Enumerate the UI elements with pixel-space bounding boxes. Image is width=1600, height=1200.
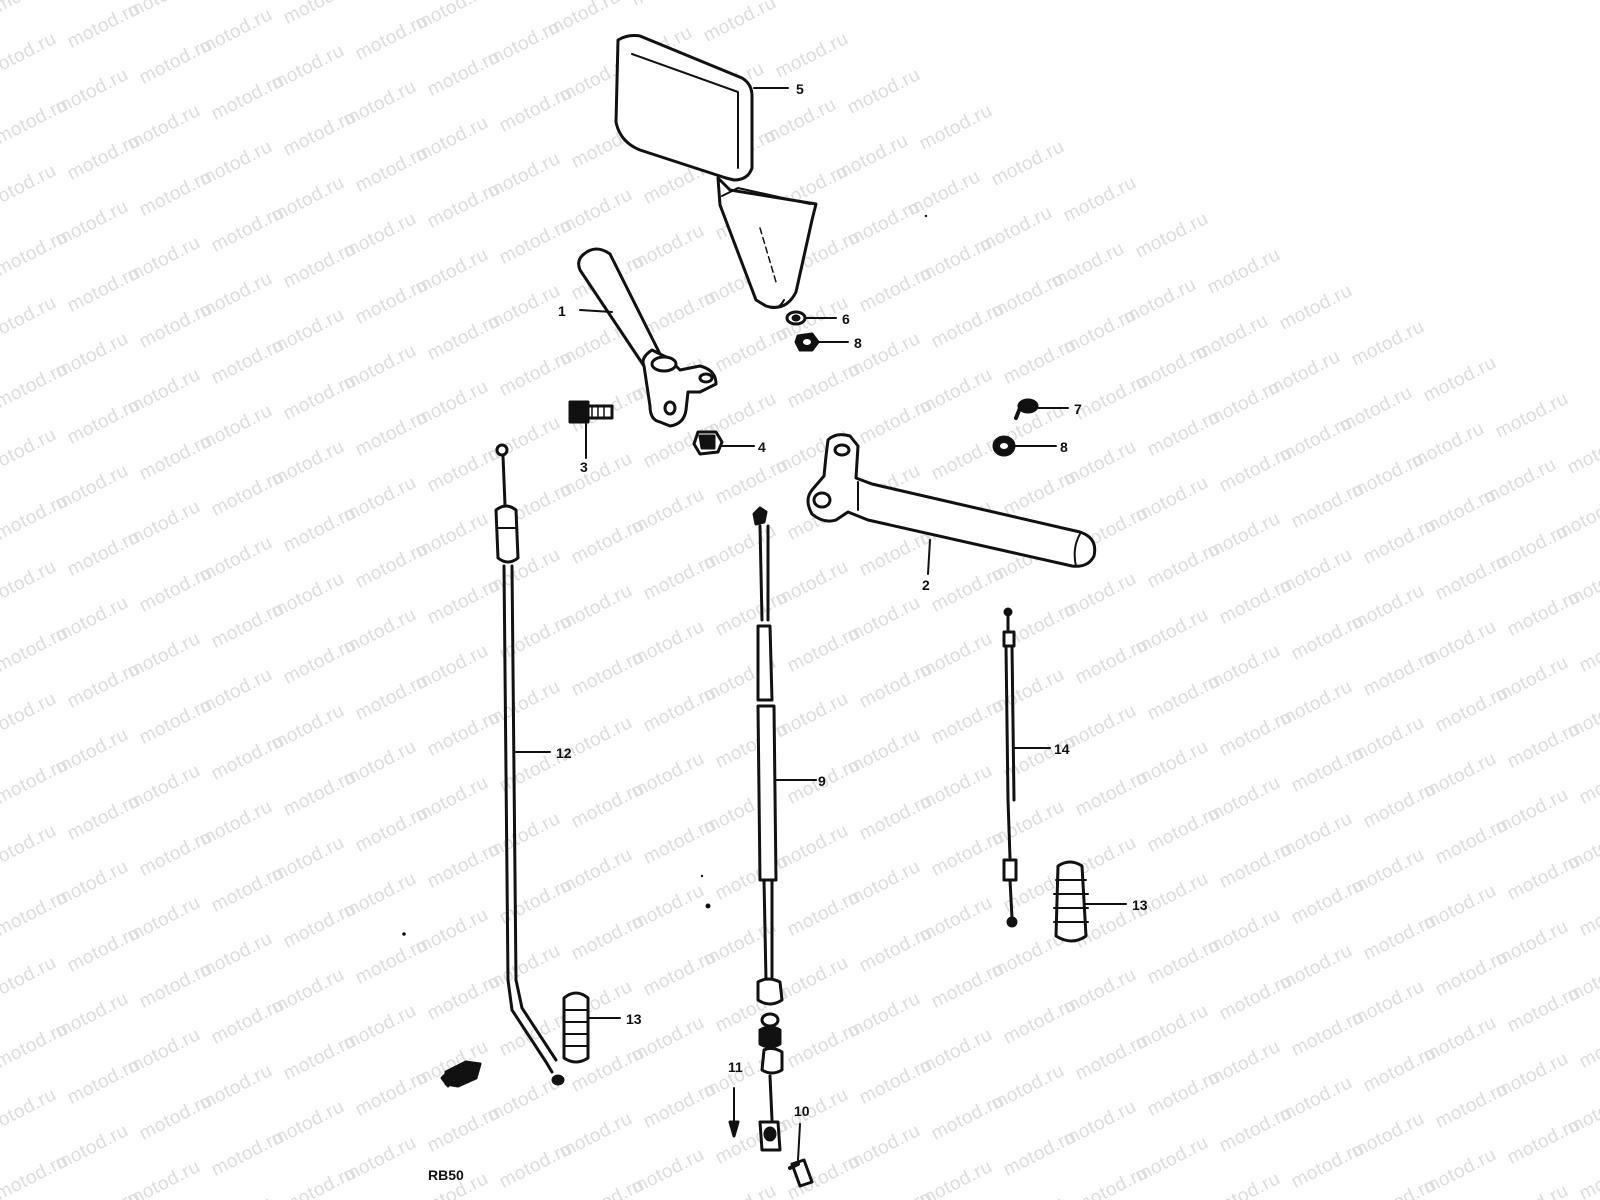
callout-8-right: 8	[1060, 439, 1068, 455]
part-cable-12	[440, 443, 565, 1088]
part-cable-9	[752, 506, 784, 1152]
callout-9: 9	[818, 773, 826, 789]
part-left-lever	[577, 247, 718, 428]
part-boot-13-lower	[562, 991, 590, 1064]
callout-labels: 5 1 3 4 6 8 7 8 2 12 9 14 13 13 11 10 RB…	[428, 81, 1148, 1183]
callout-8-upper: 8	[854, 335, 862, 351]
part-right-lever	[806, 433, 1097, 568]
part-boot-13-right	[1053, 860, 1089, 943]
callout-13-right: 13	[1132, 897, 1148, 913]
callout-1: 1	[558, 303, 566, 319]
callout-10: 10	[794, 1103, 810, 1119]
callout-5: 5	[796, 81, 804, 97]
figure-code: RB50	[428, 1167, 464, 1183]
part-cable-14	[1002, 607, 1018, 928]
callout-leader-lines	[515, 87, 1127, 1161]
part-pin-11	[728, 1087, 740, 1138]
scan-specks	[402, 214, 928, 936]
callout-3: 3	[580, 459, 588, 475]
callout-2: 2	[922, 577, 930, 593]
callout-6: 6	[842, 311, 850, 327]
part-bolt-3	[568, 400, 614, 424]
part-mirror	[614, 34, 818, 309]
callout-4: 4	[758, 439, 766, 455]
part-screw-7	[1014, 398, 1039, 420]
callout-14: 14	[1054, 741, 1070, 757]
part-washer-6	[785, 310, 807, 326]
callout-13-lower: 13	[626, 1011, 642, 1027]
callout-7: 7	[1074, 401, 1082, 417]
part-nut-8-upper	[794, 332, 820, 352]
part-screw-10	[788, 1158, 814, 1188]
part-nut-8-right	[992, 435, 1016, 457]
part-nut-4	[692, 430, 724, 456]
callout-12: 12	[556, 745, 572, 761]
callout-11: 11	[728, 1059, 743, 1075]
